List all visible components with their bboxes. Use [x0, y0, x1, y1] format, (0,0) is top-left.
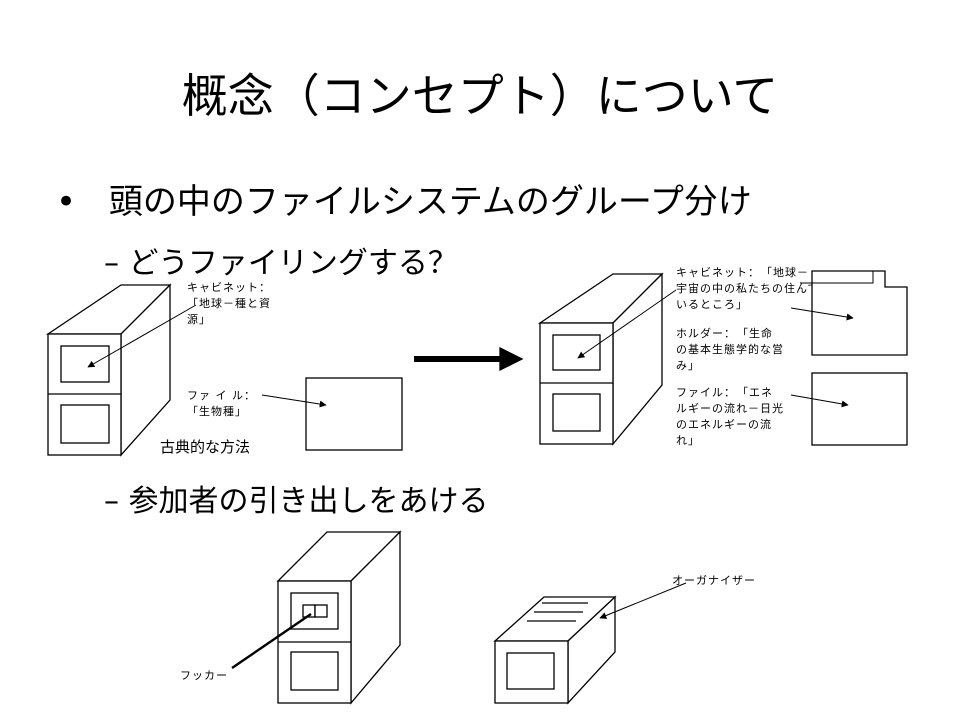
right-cabinet-label: キャビネット： 「地球－ 宇宙の中の私たちの住んで いるところ」: [676, 266, 820, 311]
left-cabinet: [45, 283, 172, 457]
main-bullet: • 頭の中のファイルシステムのグループ分け: [56, 174, 752, 223]
transition-arrow: [414, 346, 524, 372]
pointer-left-cabinet: [87, 304, 197, 368]
right-folder-label: ホルダー： 「生命 の基本生態学的な営 み」: [676, 327, 784, 372]
organizer-label: オーガナイザー: [672, 574, 756, 587]
right-folder-box: [811, 270, 908, 356]
pointer-left-file: [261, 394, 327, 408]
hook-label: フッカー: [180, 669, 228, 682]
left-cabinet-label: キャビネット： 「地球－種と資 源」: [187, 281, 271, 326]
pointer-organizer: [599, 582, 687, 619]
bullet-dot: •: [56, 182, 77, 222]
left-file-label: ファ イ ル： 「生物種」: [187, 389, 256, 418]
organizer-lines: [527, 602, 588, 622]
classic-method-label: 古典的な方法: [160, 438, 251, 456]
right-file-label: ファイル： 「エネ ルギーの流れ－日光 のエネルギーの流 れ」: [676, 386, 784, 447]
hook-rectangles: [302, 604, 328, 618]
slide-title: 概念（コンセプト）について: [181, 69, 779, 123]
bullet-text: 頭の中のファイルシステムのグループ分け: [108, 182, 752, 222]
pointer-right-cabinet: [577, 289, 677, 359]
right-cabinet: [537, 272, 664, 446]
pointer-hook: [231, 613, 312, 669]
right-file-box: [811, 372, 908, 446]
pointer-right-cabinet-edge: [800, 271, 874, 284]
sub-bullet-open-drawers: – 参加者の引き出しをあける: [104, 484, 489, 519]
sub-bullet-filing: – どうファイリングする？: [104, 246, 458, 281]
pointer-right-file: [790, 394, 849, 408]
bottom-cabinet: [276, 530, 402, 705]
left-file-box: [305, 377, 403, 451]
pointer-right-folder: [790, 307, 854, 321]
organizer-box: [493, 595, 617, 705]
